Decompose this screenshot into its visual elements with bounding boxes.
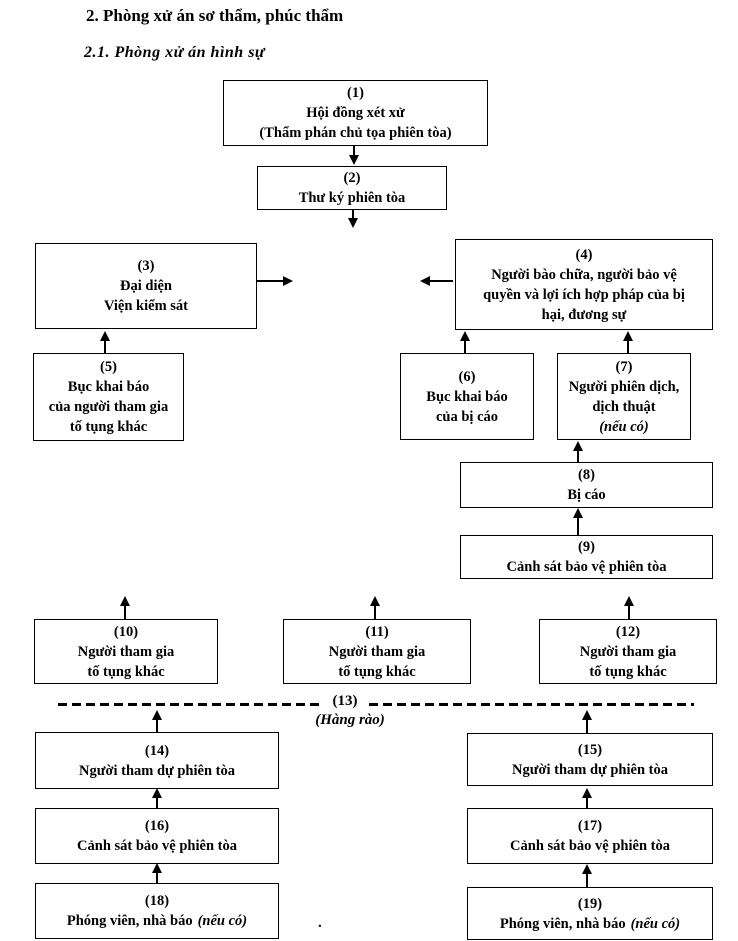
box-2-court-clerk: (2) Thư ký phiên tòa (257, 166, 447, 210)
box-9-court-police: (9) Cảnh sát bảo vệ phiên tòa (460, 535, 713, 579)
arrow-box11-up (374, 605, 376, 619)
fence-line-right (369, 703, 694, 706)
box-line: Hội đồng xét xử (306, 105, 405, 121)
box-line: tố tụng khác (69, 419, 148, 435)
arrow-box15-up (586, 719, 588, 733)
subsection-heading: 2.1. Phòng xử án hình sự (84, 44, 266, 61)
box-line: Người bào chữa, người bảo vệ (491, 266, 677, 283)
box-note: (nếu có) (197, 913, 248, 929)
arrow-box1-to-box2 (353, 146, 355, 156)
box-line: Người phiên dịch, (568, 378, 680, 395)
box-16-court-police: (16) Cảnh sát bảo vệ phiên tòa (35, 808, 279, 864)
box-line: Viện kiểm sát (103, 298, 189, 314)
box-6-defendant-stand: (6) Bục khai báo của bị cáo (400, 353, 534, 440)
fence-line-left (58, 703, 321, 706)
box-number: (8) (578, 467, 595, 483)
box-line: (Thẩm phán chủ tọa phiên tòa) (259, 125, 452, 141)
arrow-box12-up (628, 605, 630, 619)
box-number: (16) (144, 818, 170, 834)
section-heading: 2. Phòng xử án sơ thẩm, phúc thẩm (86, 6, 344, 25)
box-17-court-police: (17) Cảnh sát bảo vệ phiên tòa (467, 808, 713, 864)
box-number: (3) (137, 258, 155, 274)
box-line: hại, đương sự (541, 306, 627, 323)
box-note: (nếu có) (599, 418, 649, 435)
arrow-box18-to-box16 (156, 872, 158, 883)
box-number: (15) (577, 741, 603, 758)
arrow-box17-to-box15 (586, 797, 588, 808)
box-line: Bục khai báo (67, 379, 150, 395)
box-line: tố tụng khác (589, 663, 667, 680)
box-number: (12) (615, 623, 641, 640)
box-line: của bị cáo (435, 408, 499, 425)
box-line: Phóng viên, nhà báo(nếu có) (500, 914, 680, 934)
box-number: (11) (365, 623, 389, 640)
box-number: (9) (578, 539, 595, 555)
box-text: Phóng viên, nhà báo (499, 915, 626, 932)
box-14-attendees: (14) Người tham dự phiên tòa (35, 732, 279, 789)
box-number: (14) (144, 742, 170, 759)
box-19-journalists: (19) Phóng viên, nhà báo(nếu có) (467, 887, 713, 940)
box-number: (1) (347, 85, 364, 101)
box-number: (17) (577, 818, 603, 834)
box-line: quyền và lợi ích hợp pháp của bị (483, 286, 685, 303)
box-line: Cảnh sát bảo vệ phiên tòa (77, 838, 237, 854)
box-number: (18) (144, 893, 170, 909)
box-4-defense-counsel: (4) Người bào chữa, người bảo vệ quyền v… (455, 239, 713, 330)
box-line: Bục khai báo (426, 388, 508, 405)
box-line: Phóng viên, nhà báo(nếu có) (67, 911, 247, 931)
fence-number: (13) (332, 693, 358, 709)
box-note: (nếu có) (630, 915, 681, 932)
box-line: dịch thuật (592, 398, 656, 415)
box-8-defendant: (8) Bị cáo (460, 462, 713, 508)
fence-label: (Hàng rào) (315, 712, 385, 728)
arrow-box19-to-box17 (586, 873, 588, 887)
box-line: Thư ký phiên tòa (298, 190, 406, 206)
box-line: Người tham gia (579, 643, 677, 660)
box-line: của người tham gia (48, 399, 169, 415)
box-line: Đại diện (120, 278, 172, 294)
stray-mark: . (318, 915, 322, 931)
box-number: (4) (575, 246, 593, 263)
box-5-witness-stand-others: (5) Bục khai báo của người tham gia tố t… (33, 353, 184, 441)
arrow-box10-up (124, 605, 126, 619)
box-3-procuracy: (3) Đại diện Viện kiểm sát (35, 243, 257, 329)
arrow-box6-to-box4 (464, 340, 466, 353)
box-line: Người tham gia (77, 643, 175, 660)
arrow-box2-down (352, 209, 354, 219)
box-line: tố tụng khác (87, 663, 165, 680)
box-line: Cảnh sát bảo vệ phiên tòa (510, 838, 670, 854)
arrow-box7-to-box4 (627, 340, 629, 353)
box-line: tố tụng khác (338, 663, 416, 680)
arrow-box8-to-box7 (577, 450, 579, 462)
box-number: (19) (577, 895, 603, 912)
arrow-box4-left (429, 280, 453, 282)
box-number: (2) (343, 170, 361, 186)
box-number: (7) (615, 358, 633, 375)
box-11-other-participants: (11) Người tham gia tố tụng khác (283, 619, 471, 684)
box-line: Người tham dự phiên tòa (512, 761, 668, 778)
box-number: (10) (113, 623, 139, 640)
box-line: Bị cáo (567, 487, 606, 503)
arrow-box5-to-box3 (104, 340, 106, 353)
box-text: Phóng viên, nhà báo (66, 913, 193, 929)
box-line: Người tham gia (328, 643, 426, 660)
box-line: Người tham dự phiên tòa (79, 762, 235, 779)
arrow-box9-to-box8 (577, 517, 579, 535)
box-line: Cảnh sát bảo vệ phiên tòa (506, 559, 667, 575)
box-7-interpreter: (7) Người phiên dịch, dịch thuật (nếu có… (557, 353, 691, 440)
box-15-attendees: (15) Người tham dự phiên tòa (467, 733, 713, 786)
arrow-box14-up (156, 719, 158, 732)
box-10-other-participants: (10) Người tham gia tố tụng khác (34, 619, 218, 684)
arrow-box3-right (257, 280, 284, 282)
box-number: (6) (458, 368, 476, 385)
box-12-other-participants: (12) Người tham gia tố tụng khác (539, 619, 717, 684)
box-1-trial-panel: (1) Hội đồng xét xử (Thẩm phán chủ tọa p… (223, 80, 488, 146)
box-18-journalists: (18) Phóng viên, nhà báo(nếu có) (35, 883, 279, 939)
arrow-box16-to-box14 (156, 797, 158, 808)
box-number: (5) (100, 359, 117, 375)
